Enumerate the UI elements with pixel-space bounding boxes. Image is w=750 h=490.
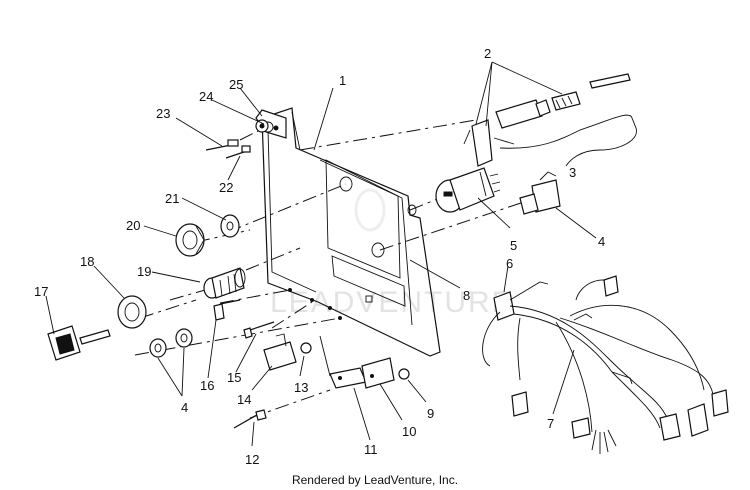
wire-harness-7 (482, 275, 729, 454)
watermark-logo (354, 188, 386, 232)
screw-15 (243, 321, 275, 339)
callout-labels: 1 2 3 4 4 5 6 7 8 9 10 11 12 13 14 15 16… (34, 46, 605, 467)
washer-4b (175, 328, 193, 348)
callout-22: 22 (219, 180, 233, 195)
screw-22 (225, 145, 251, 159)
bracket-10 (361, 357, 395, 389)
callout-25: 25 (229, 77, 243, 92)
callout-23: 23 (156, 106, 170, 121)
callout-20: 20 (126, 218, 140, 233)
ignition-barrel-19 (203, 267, 246, 299)
nut-13 (300, 342, 312, 354)
callout-6: 6 (506, 256, 513, 271)
callout-19: 19 (137, 264, 151, 279)
callout-3: 3 (569, 165, 576, 180)
bezel-18 (117, 295, 147, 329)
callout-7: 7 (547, 416, 554, 431)
callout-14: 14 (237, 392, 251, 407)
callout-1: 1 (339, 73, 346, 88)
callout-5: 5 (510, 238, 517, 253)
toggle-switch-4 (519, 171, 561, 215)
callout-13: 13 (294, 380, 308, 395)
clamp-14 (263, 333, 297, 371)
callout-17: 17 (34, 284, 48, 299)
watermark-text: LEADVENTURE (270, 286, 514, 319)
key-17 (47, 325, 111, 361)
callout-21: 21 (165, 191, 179, 206)
callout-18: 18 (80, 254, 94, 269)
callout-15: 15 (227, 370, 241, 385)
screw-23 (205, 139, 239, 151)
switch-assembly-2 (463, 73, 631, 167)
washer-4a (149, 338, 167, 358)
callout-4-washers: 4 (181, 400, 188, 415)
callout-4-switch: 4 (598, 234, 605, 249)
callout-11: 11 (364, 442, 378, 457)
callout-24: 24 (199, 89, 213, 104)
lock-washer-21 (220, 214, 240, 238)
callout-2: 2 (484, 46, 491, 61)
screw-12 (233, 409, 267, 429)
assembly-lines (134, 119, 531, 419)
callout-8: 8 (463, 288, 470, 303)
bracket-3 (499, 114, 637, 167)
callout-10: 10 (402, 424, 416, 439)
fastener-24-25 (255, 119, 269, 133)
bracket-11 (319, 335, 367, 389)
callout-16: 16 (200, 378, 214, 393)
ignition-switch-5 (435, 167, 501, 213)
leader-lines (45, 61, 597, 447)
nut-9 (398, 368, 410, 380)
callout-12: 12 (245, 452, 259, 467)
callout-9: 9 (427, 406, 434, 421)
footer-credit: Rendered by LeadVenture, Inc. (292, 473, 458, 487)
bolt-16 (213, 299, 241, 321)
nut-20 (175, 223, 205, 257)
